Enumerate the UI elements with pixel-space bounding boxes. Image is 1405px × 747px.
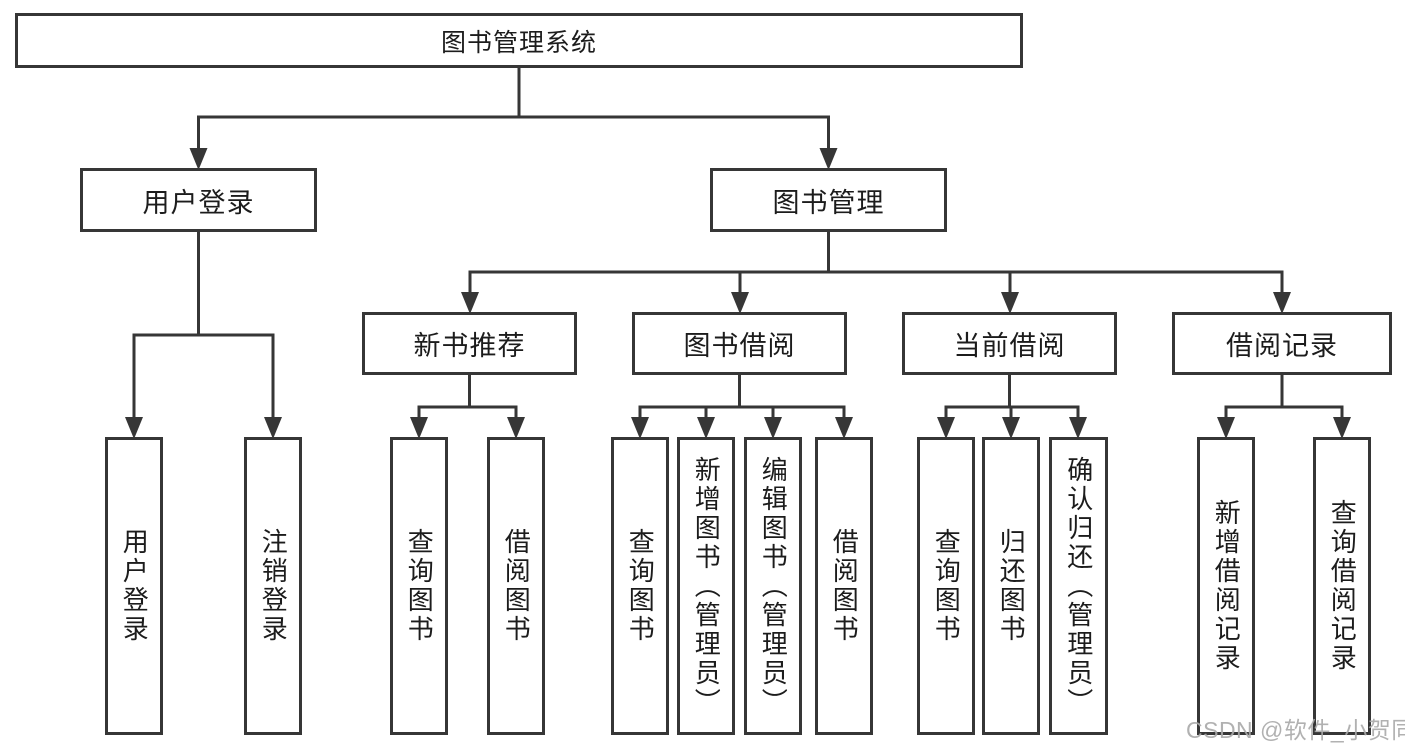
node-label: 确认归还（管理员） xyxy=(1063,455,1094,717)
leaf-borrowing-query-books: 查询图书 xyxy=(611,437,669,735)
node-label: 当前借阅 xyxy=(953,331,1066,361)
node-label: 查询借阅记录 xyxy=(1327,499,1358,673)
node-label: 注销登录 xyxy=(258,528,289,644)
node-label: 编辑图书（管理员） xyxy=(758,455,789,717)
leaf-borrowing-edit-book-admin: 编辑图书（管理员） xyxy=(744,437,802,735)
node-label: 新增借阅记录 xyxy=(1211,499,1242,673)
node-book-borrowing: 图书借阅 xyxy=(632,312,847,375)
leaf-user-login: 用户登录 xyxy=(105,437,163,735)
leaf-current-confirm-return-admin: 确认归还（管理员） xyxy=(1049,437,1108,735)
node-label: 图书管理系统 xyxy=(440,28,597,57)
node-book-management: 图书管理 xyxy=(710,168,947,232)
node-library-system: 图书管理系统 xyxy=(15,13,1023,68)
node-label: 查询图书 xyxy=(404,528,435,644)
leaf-logout: 注销登录 xyxy=(244,437,302,735)
node-label: 查询图书 xyxy=(931,528,962,644)
csdn-watermark: CSDN @软件_小贺同学 xyxy=(1186,717,1405,743)
node-label: 借阅图书 xyxy=(501,528,532,644)
leaf-current-query-books: 查询图书 xyxy=(917,437,975,735)
leaf-current-return-books: 归还图书 xyxy=(982,437,1040,735)
leaf-borrowing-borrow-books: 借阅图书 xyxy=(815,437,873,735)
leaf-records-query-record: 查询借阅记录 xyxy=(1313,437,1371,735)
node-label: 新增图书（管理员） xyxy=(691,455,722,717)
leaf-recommend-borrow-books: 借阅图书 xyxy=(487,437,545,735)
arrowheads xyxy=(125,148,1351,439)
node-label: 新书推荐 xyxy=(413,331,526,361)
leaf-borrowing-add-book-admin: 新增图书（管理员） xyxy=(677,437,735,735)
node-new-book-recommendation: 新书推荐 xyxy=(362,312,577,375)
node-current-borrowing: 当前借阅 xyxy=(902,312,1117,375)
node-label: 归还图书 xyxy=(996,528,1027,644)
node-borrowing-records: 借阅记录 xyxy=(1172,312,1392,375)
leaf-records-add-record: 新增借阅记录 xyxy=(1197,437,1255,735)
node-label: 用户登录 xyxy=(142,187,255,218)
node-label: 借阅图书 xyxy=(829,528,860,644)
node-label: 用户登录 xyxy=(119,528,150,644)
leaf-recommend-query-books: 查询图书 xyxy=(390,437,448,735)
node-label: 图书借阅 xyxy=(683,331,796,361)
node-user-login: 用户登录 xyxy=(80,168,317,232)
node-label: 借阅记录 xyxy=(1226,331,1338,361)
node-label: 图书管理 xyxy=(772,187,885,218)
node-label: 查询图书 xyxy=(625,528,656,644)
